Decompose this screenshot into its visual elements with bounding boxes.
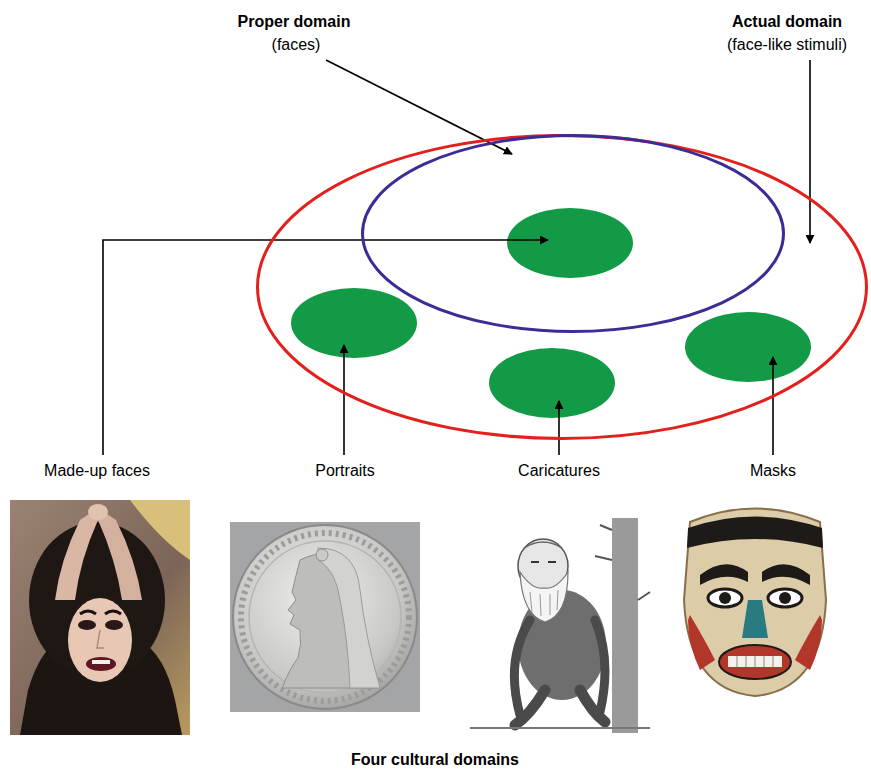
illustration-part [728,656,782,667]
ellipse-outline [363,136,784,332]
illustration-part [470,727,650,729]
illustration-part [719,592,731,604]
illustration-part [531,561,556,563]
illustration-part [737,656,773,667]
illustration-part [515,690,605,725]
illustration-part [291,288,417,358]
illustration-part [507,208,633,278]
illustration-part [86,657,116,671]
domain-note: (faces) [272,36,321,54]
illustration-part [462,515,652,735]
illustration-part [241,533,409,701]
illustration-part [779,592,791,604]
illustration-part [742,600,768,638]
illustration-part [700,564,748,585]
illustration-part [92,660,110,664]
domain-label: Portraits [315,462,375,480]
made-up-face-photo [10,500,190,735]
illustration-part [97,630,104,648]
caricature-drawing [462,515,652,735]
illustration-part [795,615,822,670]
figure-caption: Four cultural domains [351,751,519,769]
domain-label: Caricatures [518,462,600,480]
illustration-part [489,348,615,418]
illustration-part [687,517,823,549]
domain-label: Made-up faces [44,462,150,480]
domain-label: Masks [750,462,796,480]
illustration-part [685,312,811,382]
domain-heading: Proper domain [238,13,351,31]
illustration-part [105,620,123,630]
illustration-part [524,542,562,548]
illustration-part [10,500,190,735]
illustration-part [316,549,328,561]
illustration-part [78,620,96,630]
illustration-part [98,512,142,600]
illustration-part [343,345,345,455]
illustration-part [762,564,810,585]
mask-illustration [684,509,826,697]
illustration-part [105,611,121,614]
illustration-part [708,589,742,607]
domain-note: (face-like stimuli) [727,36,847,54]
illustration-part [520,572,568,622]
illustration-part [68,598,132,682]
domain-heading: Actual domain [732,13,842,31]
illustration-part [233,525,417,709]
illustration-part [558,401,560,455]
illustration-part [249,541,401,693]
illustration-part [103,240,548,455]
illustration-part [768,589,802,607]
illustration-part [530,590,558,616]
illustration-part [612,518,638,733]
illustration-part [772,357,774,455]
illustration-part [688,615,715,670]
illustration-part [80,611,96,614]
ellipse-outline [258,136,867,439]
illustration-part [719,645,791,679]
coin-portrait [230,522,420,712]
illustration-part [88,504,108,520]
leader-lines [103,60,810,455]
illustration-part [595,525,650,600]
illustration-part [809,60,811,243]
illustration-part [318,548,380,688]
illustration-part [230,522,420,712]
ellipse-outline [361,134,785,333]
illustration-part [55,512,98,600]
ellipse-outline [256,134,868,440]
proper-domain-ellipse: Proper domain(faces) [361,134,785,333]
actual-domain-ellipse: Actual domain(face-like stimuli)Proper d… [256,134,868,440]
illustration-part [684,509,826,697]
